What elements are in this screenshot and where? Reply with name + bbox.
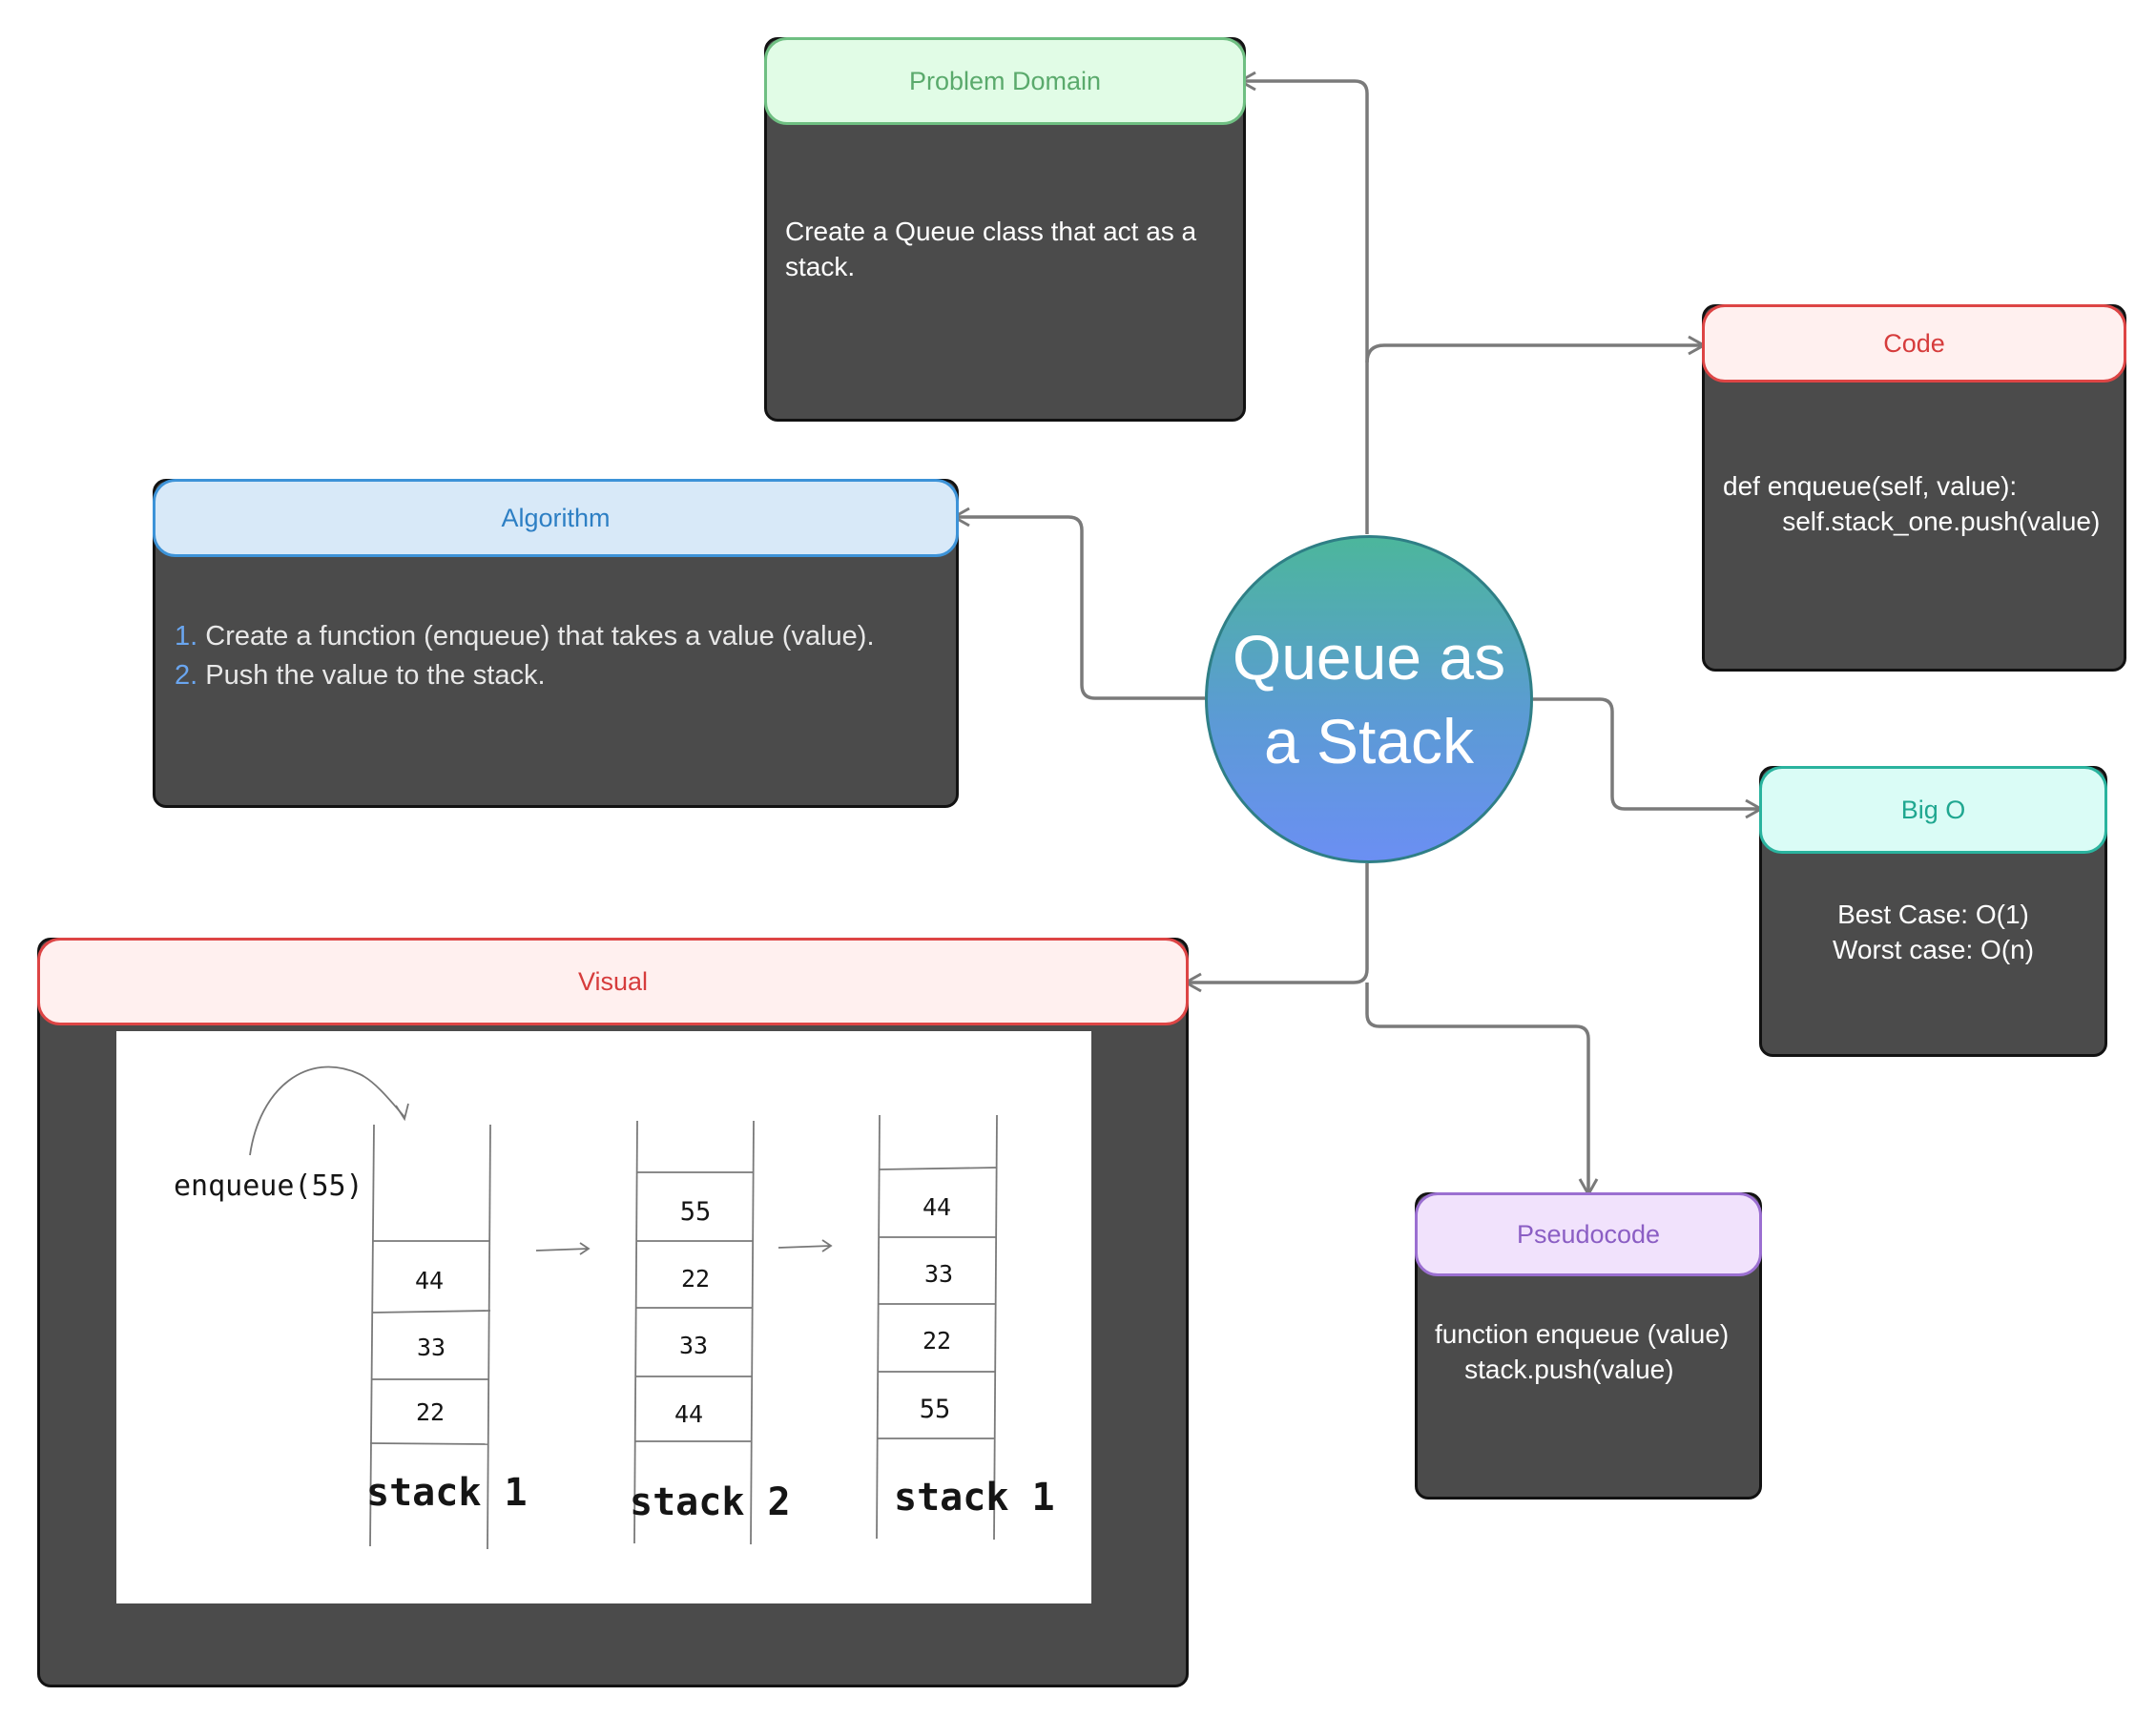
stack3-cell: 22 <box>923 1327 951 1355</box>
step-number: 1. <box>175 621 198 652</box>
stack2-label: stack 2 <box>630 1480 791 1524</box>
stack1-cell: 33 <box>417 1334 446 1361</box>
center-title-line1: Queue as <box>1232 622 1506 693</box>
stack1-divider <box>369 1442 488 1445</box>
stack3-right-rail <box>993 1114 998 1541</box>
algorithm-step: 2. Push the value to the stack. <box>175 656 875 695</box>
enqueue-arrowhead <box>395 1103 409 1122</box>
code-line-2: self.stack_one.push(value) <box>1723 507 2101 536</box>
center-title-line2: a Stack <box>1263 706 1475 776</box>
algorithm-steps: 1. Create a function (enqueue) that take… <box>175 617 875 695</box>
stack2-cell: 44 <box>674 1400 703 1428</box>
stack2-right-rail <box>750 1120 755 1545</box>
stack2-cell: 55 <box>680 1197 712 1227</box>
connector-to-code <box>1365 335 1708 363</box>
stack2-left-rail <box>633 1120 638 1544</box>
stack1-cell: 22 <box>416 1398 445 1426</box>
visual-sketch: enqueue(55) 44 33 22 55 22 33 44 44 33 2… <box>116 1031 1091 1603</box>
problem-domain-card[interactable]: Problem Domain Create a Queue class that… <box>764 37 1246 422</box>
stack3-label: stack 1 <box>894 1476 1055 1520</box>
step-text: Push the value to the stack. <box>205 660 546 691</box>
connector-to-pseudocode <box>1365 983 1599 1198</box>
stack1-left-rail <box>369 1124 375 1547</box>
stack1-cell: 44 <box>415 1267 444 1294</box>
center-topic[interactable]: Queue as a Stack <box>1205 535 1533 863</box>
transition-arrow-2 <box>777 1239 833 1252</box>
stack1-divider <box>371 1310 491 1314</box>
step-number: 2. <box>175 660 198 691</box>
stack2-cell: 22 <box>681 1265 710 1293</box>
stack3-cell: 44 <box>923 1193 951 1221</box>
stack-diagram: enqueue(55) 44 33 22 55 22 33 44 44 33 2… <box>174 1065 1055 1550</box>
pseudocode-title: Pseudocode <box>1516 1219 1661 1249</box>
visual-card[interactable]: Visual <box>37 938 1189 1687</box>
transition-arrow-1 <box>535 1242 591 1255</box>
pseudocode-card[interactable]: Pseudocode function enqueue (value) stac… <box>1415 1192 1762 1500</box>
enqueue-call-label: enqueue(55) <box>174 1169 363 1203</box>
step-text: Create a function (enqueue) that takes a… <box>205 621 875 652</box>
stack3-cell: 55 <box>920 1395 951 1424</box>
pseudocode-line-2: stack.push(value) <box>1435 1355 1674 1384</box>
big-o-title: Big O <box>1900 795 1966 824</box>
stack1-right-rail <box>487 1124 491 1550</box>
code-card[interactable]: Code def enqueue(self, value): self.stac… <box>1702 304 2126 672</box>
big-o-card[interactable]: Big O Best Case: O(1) Worst case: O(n) <box>1759 766 2107 1057</box>
enqueue-arrow <box>249 1065 405 1156</box>
stack3-left-rail <box>876 1114 881 1540</box>
connector-to-bigo <box>1533 697 1765 819</box>
pseudocode-line-1: function enqueue (value) <box>1435 1319 1730 1349</box>
big-o-best-case: Best Case: O(1) <box>1837 900 2029 929</box>
algorithm-card[interactable]: Algorithm 1. Create a function (enqueue)… <box>153 479 959 808</box>
code-line-1: def enqueue(self, value): <box>1723 471 2018 501</box>
visual-title: Visual <box>577 966 649 996</box>
stack3-cell: 33 <box>924 1260 953 1288</box>
problem-domain-header: Problem Domain <box>764 37 1246 125</box>
stack3-divider <box>879 1167 998 1170</box>
pseudocode-header: Pseudocode <box>1415 1192 1762 1276</box>
connector-to-algorithm <box>950 507 1205 700</box>
visual-header: Visual <box>37 938 1189 1025</box>
big-o-worst-case: Worst case: O(n) <box>1832 935 2035 964</box>
algorithm-step: 1. Create a function (enqueue) that take… <box>175 617 875 656</box>
stack2-cell: 33 <box>679 1332 708 1359</box>
code-title: Code <box>1883 328 1945 358</box>
problem-domain-title: Problem Domain <box>908 66 1102 95</box>
algorithm-title: Algorithm <box>501 503 611 532</box>
connector-to-problem <box>1236 71 1369 534</box>
connector-to-visual <box>1182 863 1369 993</box>
stack1-label: stack 1 <box>366 1471 528 1515</box>
algorithm-header: Algorithm <box>153 479 959 557</box>
code-header: Code <box>1702 304 2126 383</box>
big-o-header: Big O <box>1759 766 2107 854</box>
problem-domain-text: Create a Queue class that act as a stack… <box>785 217 1197 281</box>
